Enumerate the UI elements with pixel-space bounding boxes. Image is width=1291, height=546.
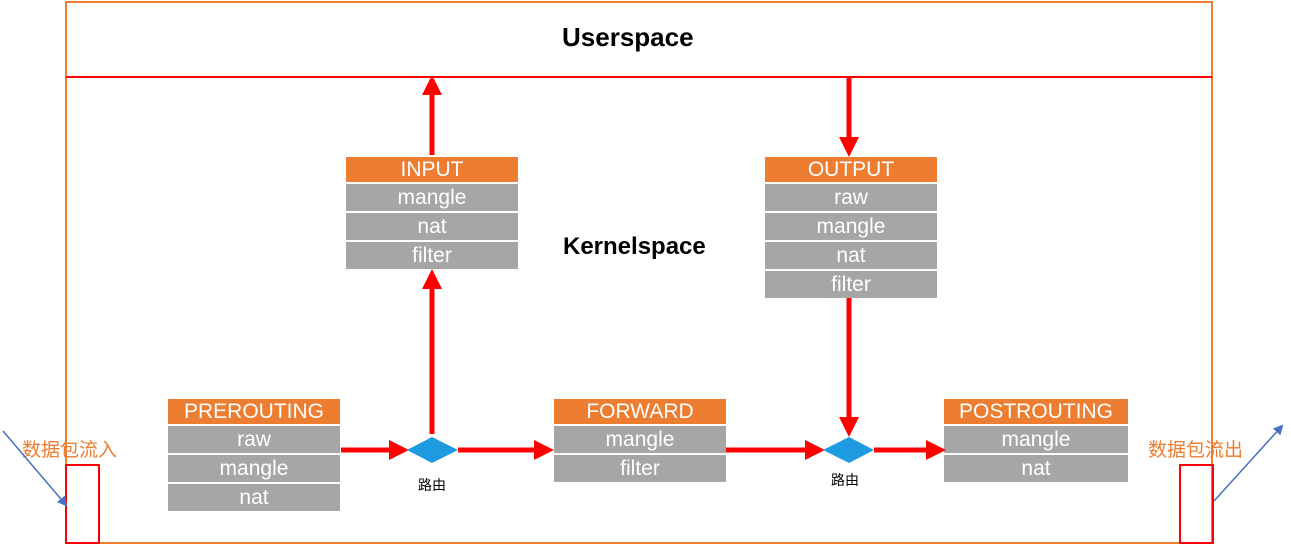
- table-raw: raw: [765, 182, 937, 211]
- packet-in-box: [65, 464, 100, 544]
- table-mangle: mangle: [554, 424, 726, 453]
- table-filter: filter: [346, 240, 518, 269]
- table-raw: raw: [168, 424, 340, 453]
- chain-input-name: INPUT: [346, 157, 518, 182]
- table-nat: nat: [765, 240, 937, 269]
- table-mangle: mangle: [346, 182, 518, 211]
- packet-out-box: [1179, 464, 1214, 544]
- chain-prerouting-name: PREROUTING: [168, 399, 340, 424]
- kernelspace-label: Kernelspace: [563, 233, 706, 260]
- chain-output: OUTPUT raw mangle nat filter: [765, 157, 937, 298]
- table-nat: nat: [168, 482, 340, 511]
- table-filter: filter: [765, 269, 937, 298]
- chain-output-name: OUTPUT: [765, 157, 937, 182]
- chain-forward-name: FORWARD: [554, 399, 726, 424]
- chain-postrouting-name: POSTROUTING: [944, 399, 1128, 424]
- packet-in-label: 数据包流入: [22, 440, 118, 461]
- packet-in-arrow: [2, 430, 68, 507]
- routing-label-2: 路由: [831, 473, 859, 489]
- packet-out-label: 数据包流出: [1148, 440, 1244, 461]
- router-diamond-2: [823, 437, 874, 463]
- diagram-frame: [65, 1, 1213, 544]
- router-diamond-1: [407, 437, 458, 463]
- table-mangle: mangle: [168, 453, 340, 482]
- chain-forward: FORWARD mangle filter: [554, 399, 726, 482]
- userspace-label: Userspace: [562, 22, 694, 52]
- routing-label-1: 路由: [418, 478, 446, 494]
- chain-input: INPUT mangle nat filter: [346, 157, 518, 269]
- chain-postrouting: POSTROUTING mangle nat: [944, 399, 1128, 482]
- table-nat: nat: [944, 453, 1128, 482]
- packet-out-arrow: [1213, 424, 1284, 502]
- table-mangle: mangle: [944, 424, 1128, 453]
- chain-prerouting: PREROUTING raw mangle nat: [168, 399, 340, 511]
- table-filter: filter: [554, 453, 726, 482]
- table-mangle: mangle: [765, 211, 937, 240]
- table-nat: nat: [346, 211, 518, 240]
